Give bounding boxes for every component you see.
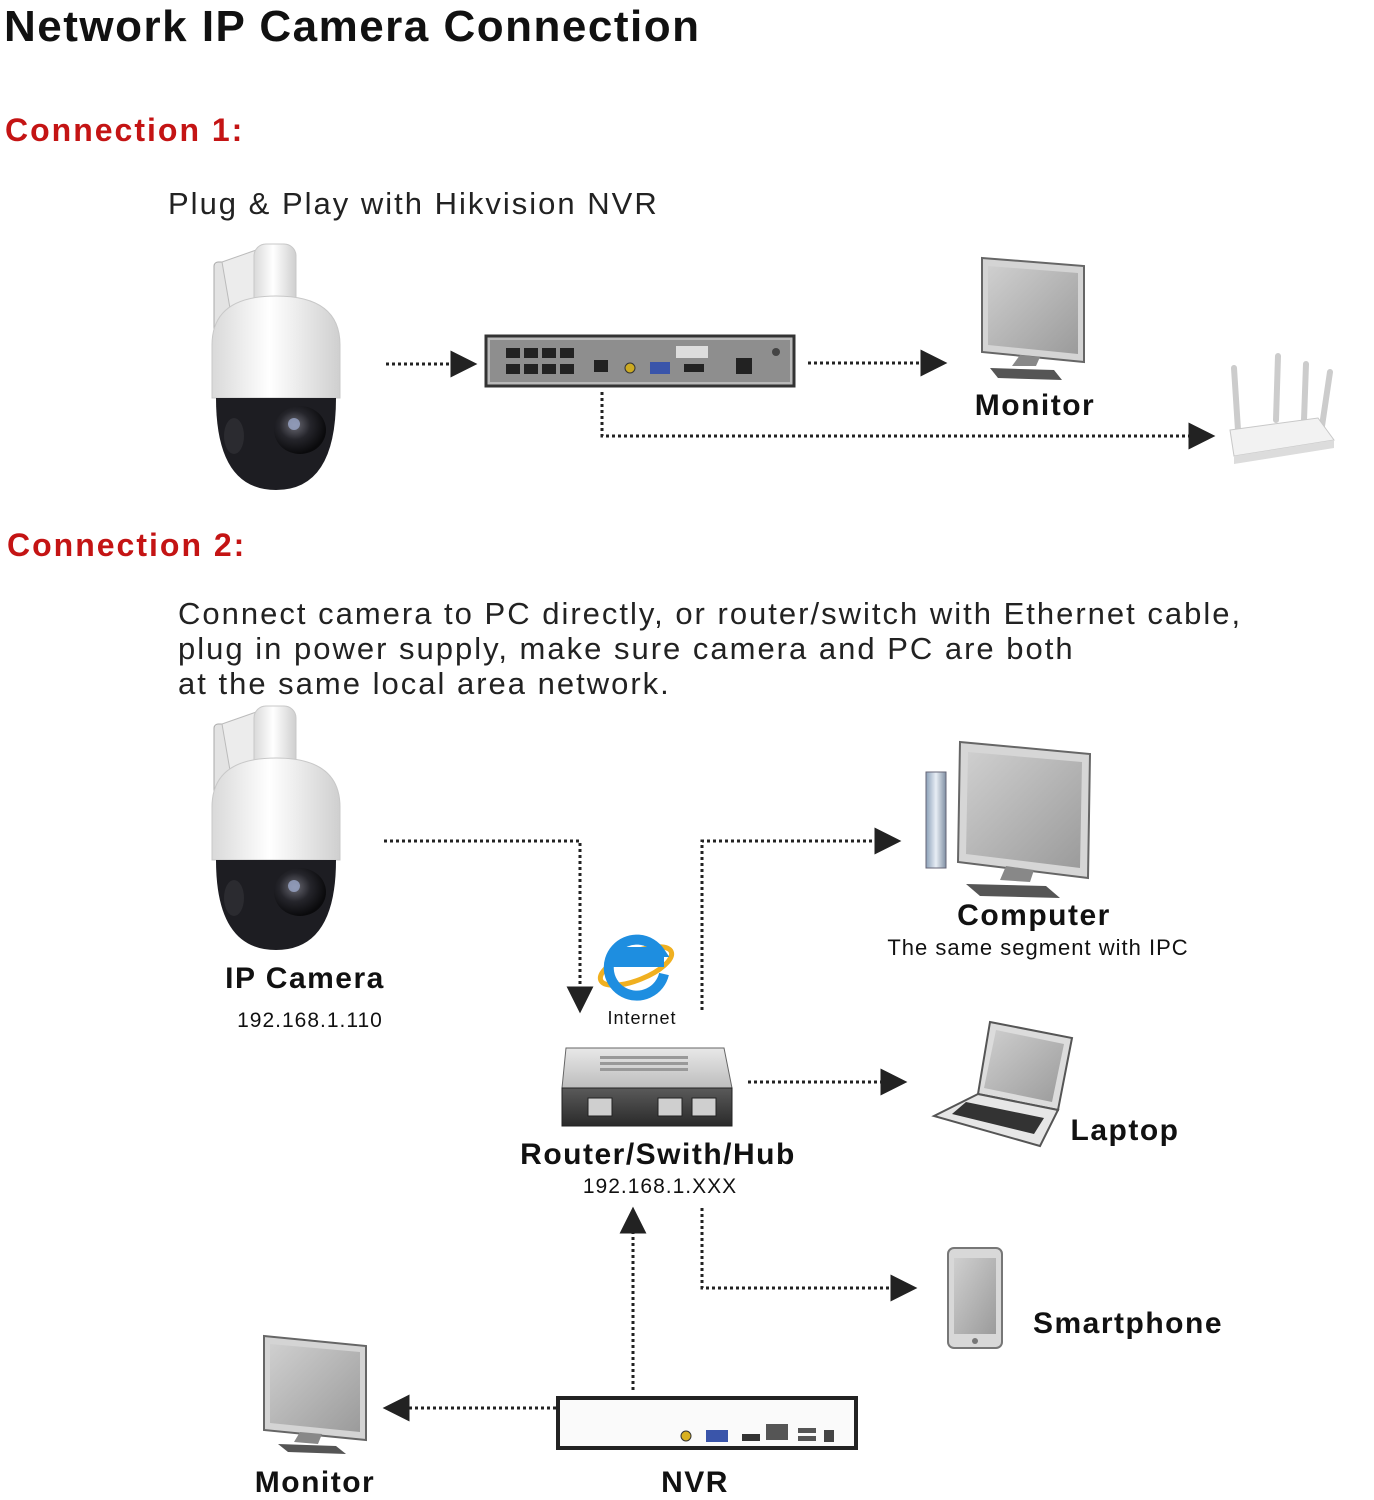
nvr-label: NVR: [661, 1466, 729, 1499]
page-title: Network IP Camera Connection: [4, 2, 701, 51]
connector-switch-computer: [700, 827, 902, 1010]
connection-1-heading: Connection 1:: [5, 112, 245, 148]
internet-label: Internet: [607, 1008, 677, 1028]
monitor-icon-2: [263, 1334, 367, 1454]
monitor-label-1: Monitor: [974, 389, 1096, 422]
router-switch-icon: [561, 1047, 733, 1127]
internet-icon: [597, 934, 675, 1001]
wifi-router-icon: [1229, 353, 1335, 464]
computer-icon: [925, 740, 1092, 898]
router-address: 192.168.1.XXX: [582, 1175, 738, 1198]
computer-label: Computer: [957, 899, 1111, 932]
monitor-icon-1: [981, 256, 1085, 380]
laptop-label: Laptop: [1070, 1114, 1180, 1147]
description-line: Connect camera to PC directly, or router…: [178, 596, 1243, 631]
computer-note: The same segment with IPC: [887, 935, 1189, 960]
description-line: at the same local area network.: [178, 666, 671, 701]
connector-nvr-router: [600, 392, 1216, 450]
connector-switch-smartphone: [700, 1208, 918, 1302]
nvr-device-2: [556, 1396, 858, 1450]
connector-lines: [382, 349, 1216, 1422]
ptz-camera-2: [211, 705, 341, 950]
smartphone-icon: [947, 1247, 1003, 1349]
nvr-device-1: [484, 334, 796, 388]
connection-1-subtitle: Plug & Play with Hikvision NVR: [168, 186, 659, 221]
connection-2-heading: Connection 2:: [7, 527, 247, 563]
ip-camera-label: IP Camera: [225, 962, 385, 995]
connector-camera-switch: [384, 839, 594, 1014]
router-label: Router/Swith/Hub: [520, 1138, 796, 1171]
description-line: plug in power supply, make sure camera a…: [178, 631, 1075, 666]
ptz-camera-1: [211, 243, 341, 490]
smartphone-label: Smartphone: [1032, 1307, 1224, 1340]
monitor-label-2: Monitor: [254, 1466, 376, 1499]
connection-2-description: Connect camera to PC directly, or router…: [178, 596, 1242, 701]
ip-camera-address: 192.168.1.110: [237, 1009, 383, 1032]
laptop-icon: [931, 1020, 1074, 1148]
